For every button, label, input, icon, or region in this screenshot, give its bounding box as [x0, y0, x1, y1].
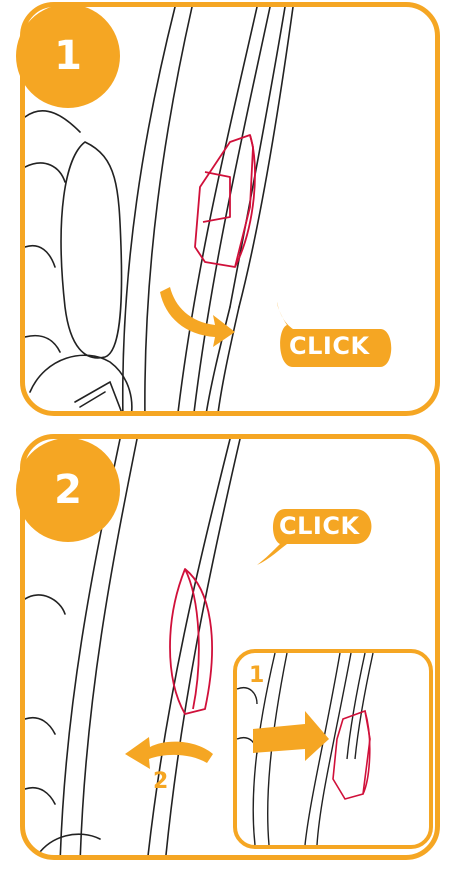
rotate-arrow-icon: [125, 737, 213, 769]
step-number: 1: [54, 33, 82, 79]
step-2-badge: 2: [16, 438, 120, 542]
click-label: CLICK: [279, 512, 360, 540]
click-label: CLICK: [289, 332, 370, 360]
step-1-badge: 1: [16, 4, 120, 108]
rotate-step-label: 2: [153, 769, 168, 794]
inset-step-label: 1: [249, 663, 264, 688]
rotate-arrow-icon: [160, 287, 235, 347]
step-number: 2: [54, 467, 82, 513]
